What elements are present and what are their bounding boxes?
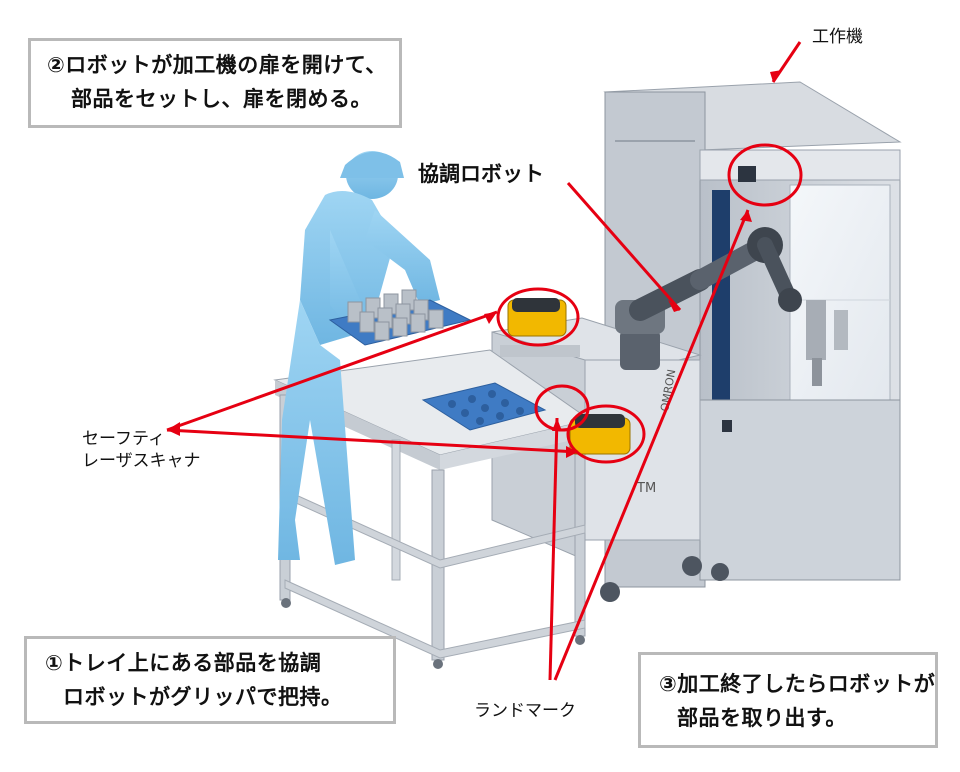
highlight-landmark-machine xyxy=(727,143,803,207)
cart-model-text: TM xyxy=(636,481,656,496)
safety-scanner-bottom xyxy=(569,414,631,455)
step1-box: ①トレイ上にある部品を協調 ロボットがグリッパで把持。 xyxy=(24,636,396,724)
cobot-arm xyxy=(615,227,802,370)
step2-box: ②ロボットが加工機の扉を開けて、 部品をセットし、扉を閉める。 xyxy=(28,38,402,128)
machine-tool-label: 工作機 xyxy=(812,27,863,47)
safety-scanner-label-line2: レーザスキャナ xyxy=(82,451,201,471)
annotation-overlay xyxy=(166,41,803,681)
step1-line1: ①トレイ上にある部品を協調 xyxy=(45,651,322,675)
step2-line1: ②ロボットが加工機の扉を開けて、 xyxy=(47,53,387,77)
step3-line1: ③加工終了したらロボットが xyxy=(659,672,936,696)
safety-scanner-top xyxy=(507,298,567,337)
highlight-scanner-top xyxy=(496,287,580,347)
step3-box: ③加工終了したらロボットが 部品を取り出す。 xyxy=(638,652,938,748)
landmark-label: ランドマーク xyxy=(474,701,576,721)
cobot-label: 協調ロボット xyxy=(418,162,544,186)
annotation-arrowheads xyxy=(167,70,782,458)
safety-scanner-label-line1: セーフティ xyxy=(82,429,165,449)
step3-line2: 部品を取り出す。 xyxy=(677,706,847,730)
safety-scanner-label: セーフティ レーザスキャナ xyxy=(82,428,201,472)
held-parts-tray xyxy=(328,289,472,346)
step2-line2: 部品をセットし、扉を閉める。 xyxy=(71,87,372,111)
step1-line2: ロボットがグリッパで把持。 xyxy=(63,685,343,709)
highlight-scanner-bottom xyxy=(566,404,646,464)
